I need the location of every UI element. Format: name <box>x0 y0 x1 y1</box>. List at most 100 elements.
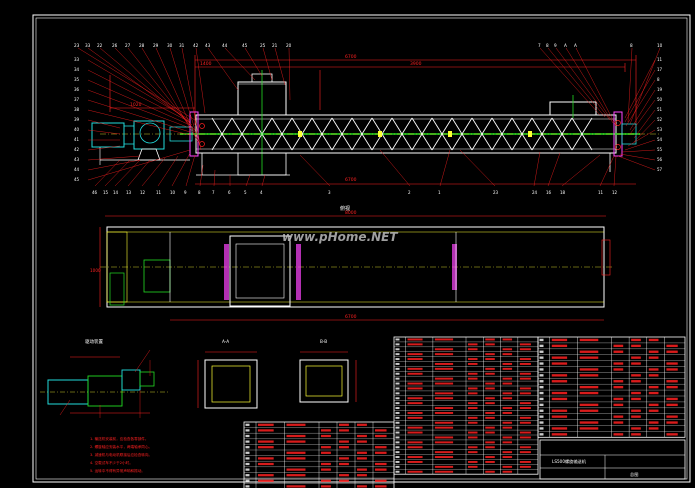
table-cell-text <box>631 433 641 436</box>
table-cell-text <box>579 368 599 371</box>
callout: 23 <box>493 190 499 195</box>
table-cell-text <box>613 421 624 424</box>
callout: 37 <box>74 97 80 102</box>
table-cell-text <box>407 441 423 444</box>
table-cell-text <box>434 348 454 351</box>
table-cell-text <box>502 441 513 444</box>
table-cell-text <box>286 423 306 426</box>
callout: A <box>574 43 577 48</box>
section-a: A-A <box>197 339 258 409</box>
table-cell-text <box>357 485 367 488</box>
table-cell-text <box>375 434 387 438</box>
table-cell-index <box>395 382 400 385</box>
table-cell-text <box>375 446 387 449</box>
plan-inlet <box>229 235 291 307</box>
table-cell-text <box>502 348 513 351</box>
section-b: B-B <box>299 339 357 403</box>
table-cell-text <box>434 353 454 356</box>
table-cell-index <box>539 391 544 395</box>
table-cell-text <box>613 385 624 389</box>
table-cell-text <box>613 397 624 401</box>
table-cell-text <box>407 382 423 385</box>
table-cell-text <box>286 434 306 438</box>
table-cell-index <box>395 460 400 463</box>
table-cell-text <box>357 457 367 460</box>
callout: 8 <box>657 77 660 82</box>
table-cell-text <box>502 377 513 380</box>
table-cell-index <box>395 348 400 351</box>
table-cell-text <box>502 367 513 370</box>
table-cell-index <box>245 440 250 443</box>
callouts-top: 23 33 22 26 27 28 29 30 31 42 43 44 45 2… <box>74 43 663 48</box>
table-cell-index <box>395 407 400 410</box>
table-cell-text <box>286 457 306 460</box>
table-cell-text <box>321 485 331 488</box>
table-cell-text <box>631 415 641 418</box>
callout: 8 <box>198 190 201 195</box>
callouts-left: 33 34 35 36 37 38 39 40 41 42 43 44 45 <box>74 57 80 182</box>
bom-table-right <box>537 336 686 438</box>
table-cell-index <box>539 362 544 365</box>
dim-left-b: 1400 <box>200 61 212 67</box>
table-cell-text <box>468 358 478 361</box>
table-cell-text <box>519 372 531 375</box>
table-cell-text <box>648 409 659 412</box>
table-cell-index <box>395 387 400 390</box>
table-cell-text <box>468 377 478 380</box>
table-cell-text <box>613 380 624 383</box>
table-cell-text <box>502 362 513 365</box>
table-cell-text <box>407 338 423 341</box>
outer-frame <box>32 14 691 483</box>
note: 2. 螺旋轴应安装水平，两端轴承同心。 <box>90 444 152 449</box>
table-cell-index <box>395 397 400 400</box>
table-cell-text <box>519 402 531 405</box>
callout: 28 <box>139 43 145 48</box>
table-cell-text <box>519 436 531 439</box>
callout: 6 <box>228 190 231 195</box>
callout: 16 <box>546 190 552 195</box>
table-cell-text <box>579 409 599 412</box>
table-cell-text <box>434 465 454 468</box>
table-cell-text <box>407 353 423 356</box>
table-cell-text <box>339 446 349 449</box>
table-cell-index <box>395 411 400 414</box>
table-cell-text <box>551 380 568 383</box>
table-cell-text <box>502 451 513 454</box>
table-cell-text <box>321 446 331 449</box>
table-cell-index <box>395 426 400 429</box>
table-cell-text <box>321 462 331 466</box>
callout: 33 <box>74 57 80 62</box>
table-cell-text <box>613 362 624 365</box>
table-cell-text <box>631 356 641 359</box>
table-cell-text <box>613 344 624 348</box>
table-cell-text <box>579 391 599 395</box>
callout: 5 <box>244 190 247 195</box>
table-cell-text <box>434 441 454 444</box>
callout: 12 <box>612 190 618 195</box>
callout: 41 <box>74 137 80 142</box>
callout: 43 <box>74 157 80 162</box>
table-cell-index <box>395 362 400 365</box>
callout: 23 <box>74 43 80 48</box>
table-cell-text <box>485 358 495 361</box>
table-cell-index <box>539 338 544 342</box>
elevation-view: 6700 3900 1020 1400 6700 <box>74 43 663 195</box>
table-cell-text <box>551 391 568 395</box>
drive-detail: 驱动装置 <box>40 338 170 418</box>
table-cell-index <box>539 356 544 359</box>
table-cell-index <box>539 421 544 424</box>
table-cell-text <box>648 427 659 430</box>
table-cell-text <box>666 368 678 371</box>
table-cell-text <box>519 421 531 424</box>
table-cell-text <box>258 457 274 460</box>
table-cell-text <box>579 427 599 430</box>
table-cell-text <box>468 343 478 346</box>
table-cell-index <box>245 468 250 471</box>
table-cell-text <box>286 468 306 471</box>
table-cell-index <box>395 451 400 454</box>
table-cell-text <box>321 429 331 432</box>
table-cell-text <box>434 362 454 365</box>
table-cell-text <box>519 460 531 463</box>
table-cell-text <box>613 403 624 407</box>
